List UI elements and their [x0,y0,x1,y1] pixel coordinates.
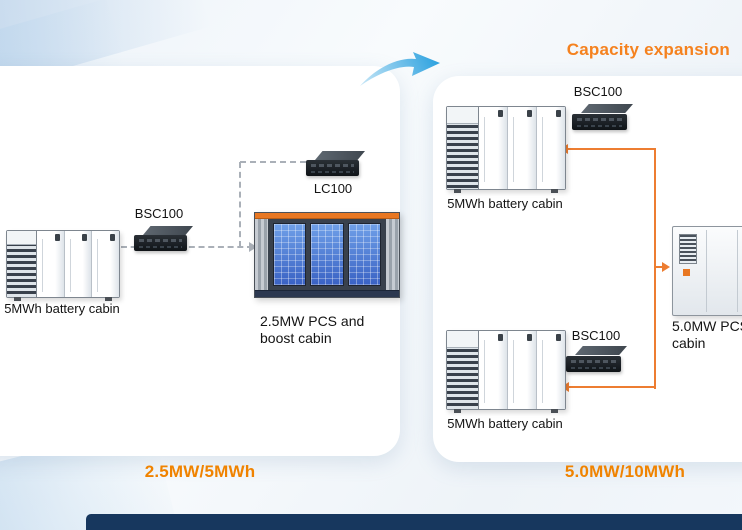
cabin-door [64,231,93,297]
cabin-door [478,107,508,189]
pcs-module [310,223,344,286]
pcs-boost-container-graphic [254,212,400,298]
cabin-door [536,107,565,189]
connector-orange-line [568,148,656,150]
bsc100-label: BSC100 [571,328,621,343]
pcs-boost-label: 2.5MW PCS and boost cabin [260,313,365,346]
connector-dashed-line [239,162,241,247]
cabin-door [507,107,537,189]
connector-orange-line [568,386,656,388]
connector-dashed-line [121,246,253,248]
connector-orange-line [654,148,656,389]
container-roof-edge [255,213,399,219]
pcs-5mw-label: 5.0MW PCS cabin [672,318,742,351]
device-front-face [566,356,621,372]
right-rating-label: 5.0MW/10MWh [564,462,686,481]
connector-orange-line [656,266,664,268]
cabin-door [536,331,565,409]
device-front-face [572,114,627,130]
bsc100-device-graphic [134,226,193,251]
battery-cabin-graphic [6,230,120,301]
capacity-expansion-title: Capacity expansion [566,40,730,59]
device-top-face [575,346,627,355]
container-base [255,290,399,297]
cabinet-vent [679,234,697,264]
battery-cabin-label: 5MWh battery cabin [447,416,563,431]
bsc100-device-graphic [572,104,633,130]
cabin-door [507,331,537,409]
bsc100-label: BSC100 [573,84,623,99]
device-top-face [581,104,633,113]
connector-dashed-line [240,161,306,163]
battery-cabin-graphic [446,330,566,413]
cabinet-seam [736,230,738,312]
cabin-door [92,231,119,297]
battery-rack-section [7,231,38,297]
cabinet-logo [683,269,690,277]
device-front-face [134,235,187,251]
bsc100-device-graphic [566,346,627,372]
battery-doors-section [478,107,565,189]
arrowhead-right-icon [662,262,670,272]
left-rating-label: 2.5MW/5MWh [144,462,256,481]
lc100-label: LC100 [313,181,353,196]
expansion-arrow-icon [360,52,440,86]
battery-doors-section [37,231,119,297]
cabin-door [478,331,508,409]
device-top-face [315,151,365,160]
cabin-door [37,231,65,297]
footer-accent-bar [86,514,742,530]
battery-cabin-label: 5MWh battery cabin [4,301,120,316]
container-end-panel [255,219,268,290]
cabinet-seam [706,230,707,312]
device-front-face [306,160,359,176]
pcs-5mw-cabinet-graphic [672,226,742,316]
container-body [255,219,399,290]
battery-cabin-graphic [446,106,566,193]
battery-rack-section [447,331,479,409]
pcs-module-bay [268,219,386,290]
device-top-face [143,226,193,235]
pcs-module [273,223,307,286]
battery-rack-section [447,107,479,189]
lc100-device-graphic [306,151,365,176]
pcs-module [347,223,381,286]
arrowhead-right-icon [249,242,257,252]
container-end-panel [386,219,399,290]
battery-cabin-label: 5MWh battery cabin [447,196,563,211]
bsc100-label: BSC100 [134,206,184,221]
battery-doors-section [478,331,565,409]
